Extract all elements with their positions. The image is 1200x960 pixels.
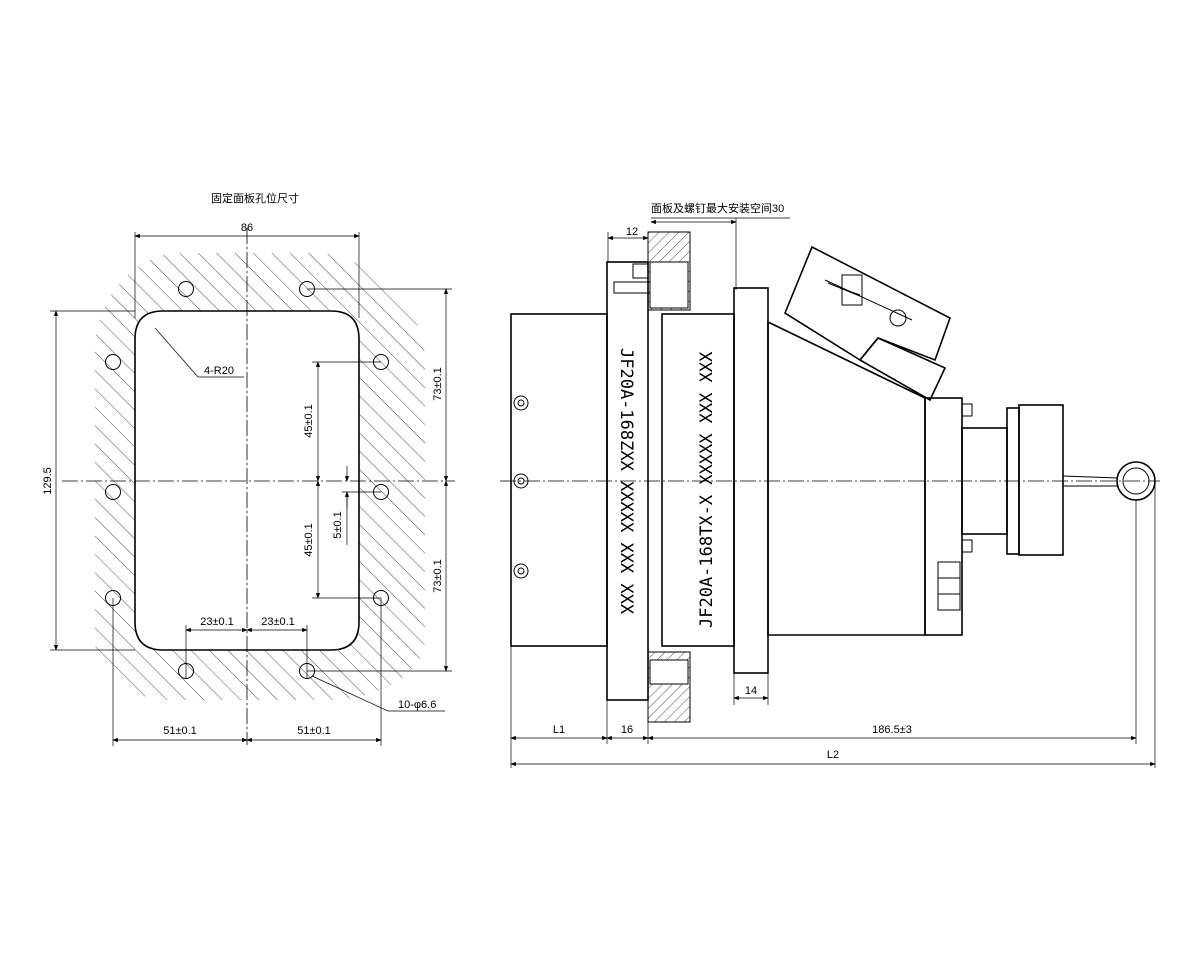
dim-86: 86 xyxy=(241,222,253,234)
screw-head xyxy=(517,567,525,575)
dim-5: 5±0.1 xyxy=(332,511,344,538)
clearance-callout: 面板及螺钉最大安装空间30 xyxy=(651,201,784,215)
pull-ring-inner xyxy=(1122,467,1150,495)
dim-12: 12 xyxy=(626,226,638,238)
cutout-outline xyxy=(134,310,360,651)
main-housing xyxy=(767,320,926,636)
dim-l1: L1 xyxy=(553,724,565,736)
dim-129-5: 129.5 xyxy=(42,467,54,495)
mounting-hole xyxy=(105,354,121,370)
rear-nut xyxy=(937,561,961,611)
dim-45-upper: 45±0.1 xyxy=(303,404,315,438)
panel-hatch xyxy=(95,253,425,700)
mounting-hole xyxy=(105,484,121,500)
dim-14: 14 xyxy=(745,685,757,697)
dim-l2: L2 xyxy=(827,749,839,761)
panel-section-bottom-inner xyxy=(649,659,689,685)
screw-head xyxy=(513,563,529,579)
socket-marking: JF20A-168TX-X XXXXX XXX XXX xyxy=(697,351,717,628)
panel-cutout-view: 固定面板孔位尺寸 86 129.5 xyxy=(42,191,455,746)
callout-4-r20: 4-R20 xyxy=(204,365,234,377)
dim-73-lower: 73±0.1 xyxy=(432,559,444,593)
callout-10-holes: 10-φ6.6 xyxy=(398,699,436,711)
dim-73-upper: 73±0.1 xyxy=(432,367,444,401)
screw-head xyxy=(513,473,529,489)
screw-head xyxy=(517,399,525,407)
dim-186-5: 186.5±3 xyxy=(872,724,912,736)
flange-screw xyxy=(613,281,651,294)
mounting-hole xyxy=(178,281,194,297)
rear-collar xyxy=(924,397,963,636)
screw-head xyxy=(513,395,529,411)
locking-lever xyxy=(784,245,951,402)
connector-side-view: 面板及螺钉最大安装空间30 12 xyxy=(500,201,1160,768)
cable-gland-cap xyxy=(1018,404,1064,556)
dim-51-right: 51±0.1 xyxy=(297,725,331,737)
screw-head xyxy=(517,477,525,485)
flange-plate xyxy=(606,261,649,701)
receptacle-body xyxy=(510,313,608,647)
plug-marking: JF20A-168ZXX XXXXX XXX XXX xyxy=(616,348,636,615)
panel-cutout-title: 固定面板孔位尺寸 xyxy=(211,191,299,205)
panel-section-top-inner xyxy=(649,261,689,309)
flange-nut xyxy=(632,263,649,279)
dim-45-lower: 45±0.1 xyxy=(303,523,315,557)
dim-51-left: 51±0.1 xyxy=(163,725,197,737)
mounting-plate xyxy=(733,287,769,674)
dim-23-left: 23±0.1 xyxy=(200,616,234,628)
dim-23-right: 23±0.1 xyxy=(261,616,295,628)
dim-16: 16 xyxy=(621,724,633,736)
